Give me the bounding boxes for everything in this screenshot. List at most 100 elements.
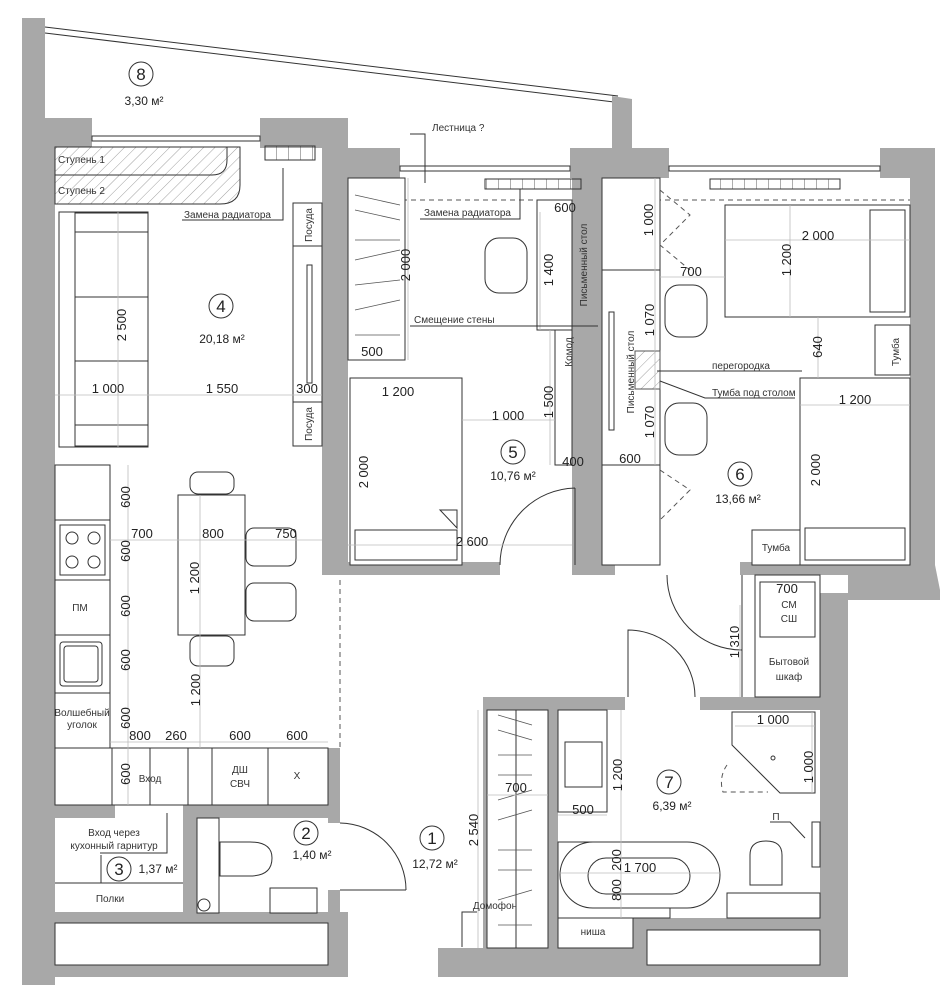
annotation: Домофон	[473, 900, 517, 912]
hall-wardrobe	[486, 709, 549, 949]
room-number: 3	[114, 860, 123, 879]
annotation: Ступень 2	[58, 186, 105, 197]
windows	[91, 135, 881, 172]
dimension: 700	[680, 264, 702, 279]
room-number: 4	[216, 297, 225, 316]
dining-table	[177, 494, 246, 636]
furniture-label: ПМ	[72, 603, 88, 614]
bathtub	[557, 841, 721, 919]
stove-icon	[59, 524, 106, 576]
desk-room5	[536, 199, 573, 331]
door-room5[interactable]	[499, 487, 576, 566]
annotation: Замена радиатора	[184, 210, 271, 221]
room-area: 6,39 м²	[653, 799, 692, 813]
furniture-label: Посуда	[304, 407, 315, 441]
annotation: Ступень 1	[58, 155, 105, 166]
door-wc[interactable]	[339, 822, 407, 891]
office-chair-room6-top	[664, 284, 708, 338]
steps	[54, 146, 241, 205]
door-bathroom[interactable]	[627, 629, 696, 698]
dimension: 600	[619, 451, 641, 466]
kitchen-counter	[54, 464, 329, 806]
wardrobe-room5	[347, 177, 406, 361]
dimension: 500	[572, 802, 594, 817]
dimension: 1 070	[642, 406, 657, 439]
dimension: 800	[609, 879, 624, 901]
sofa	[58, 211, 149, 448]
dimension: 2 000	[356, 456, 371, 489]
furniture-label: ниша	[581, 927, 606, 938]
dimension: 750	[275, 526, 297, 541]
dimension: 600	[118, 486, 133, 508]
dimension: 700	[505, 780, 527, 795]
annotation: П	[772, 812, 779, 823]
furniture-label: СВЧ	[230, 779, 250, 790]
dining-chairs	[189, 471, 297, 667]
office-chair-room6-bottom	[664, 402, 708, 456]
utility-closet	[741, 574, 821, 698]
wc-sink	[269, 887, 318, 914]
dimension-lines	[55, 178, 910, 948]
dimension: 600	[229, 728, 251, 743]
furniture-label: шкаф	[776, 671, 802, 683]
room-area: 12,72 м²	[412, 857, 458, 871]
dimension: 1 200	[382, 384, 415, 399]
toilet-wc	[219, 841, 273, 877]
dimension: 600	[554, 200, 576, 215]
office-chair-room5	[484, 237, 528, 294]
dimension: 2 500	[114, 309, 129, 342]
dimension: 1 700	[624, 860, 657, 875]
bed-room6-bottom	[799, 377, 911, 566]
dimension: 1 000	[641, 204, 656, 237]
room-number: 1	[427, 829, 436, 848]
sink-icon	[59, 641, 103, 687]
room-area: 20,18 м²	[199, 332, 245, 346]
dimension: 700	[776, 581, 798, 596]
dimension: 1 200	[779, 244, 794, 277]
dimension: 600	[118, 763, 133, 785]
dimension: 700	[131, 526, 153, 541]
dimension: 2 000	[398, 249, 413, 282]
dimension: 600	[118, 540, 133, 562]
dimension: 1 200	[188, 674, 203, 707]
dimension: 200	[609, 849, 624, 871]
toilet-bathroom	[726, 840, 821, 919]
dimension: 260	[165, 728, 187, 743]
annotation: перегородка	[712, 361, 770, 372]
dimension: 600	[118, 649, 133, 671]
furniture-label: Вход	[139, 774, 162, 785]
room-number-circles	[106, 61, 753, 882]
dimension: 500	[361, 344, 383, 359]
dimension: 400	[562, 454, 584, 469]
radiator-room6	[709, 178, 841, 190]
dimension: 600	[118, 707, 133, 729]
dimension: 1 200	[839, 392, 872, 407]
furniture-label: Посуда	[304, 208, 315, 242]
storage-niche-left	[54, 922, 329, 966]
dimension: 1 400	[541, 254, 556, 287]
storage-niche-right	[646, 929, 821, 966]
furniture-label: уголок	[67, 720, 97, 731]
dimension: 2 600	[456, 534, 489, 549]
furniture-label: Полки	[96, 894, 124, 905]
dimension: 1 500	[541, 386, 556, 419]
dimension: 1 200	[610, 759, 625, 792]
bed-room6-top	[724, 204, 911, 318]
dimension: 2 540	[466, 814, 481, 847]
room-number: 6	[735, 465, 744, 484]
furniture-label: Бытовой	[769, 657, 809, 668]
dimension: 2 000	[808, 454, 823, 487]
furniture-label: СШ	[781, 614, 797, 625]
furniture-label: Комод	[564, 337, 575, 367]
furniture-label: ДШ	[232, 765, 248, 776]
desk-room6	[601, 269, 661, 466]
nightstand-bottom	[751, 529, 801, 566]
room-area: 3,30 м²	[125, 94, 164, 108]
dimension: 640	[810, 336, 825, 358]
room-number: 5	[508, 443, 517, 462]
dimension: 800	[202, 526, 224, 541]
room-number: 8	[136, 65, 145, 84]
riser-pipe	[197, 898, 211, 912]
furniture-label: Волшебный	[54, 707, 109, 719]
